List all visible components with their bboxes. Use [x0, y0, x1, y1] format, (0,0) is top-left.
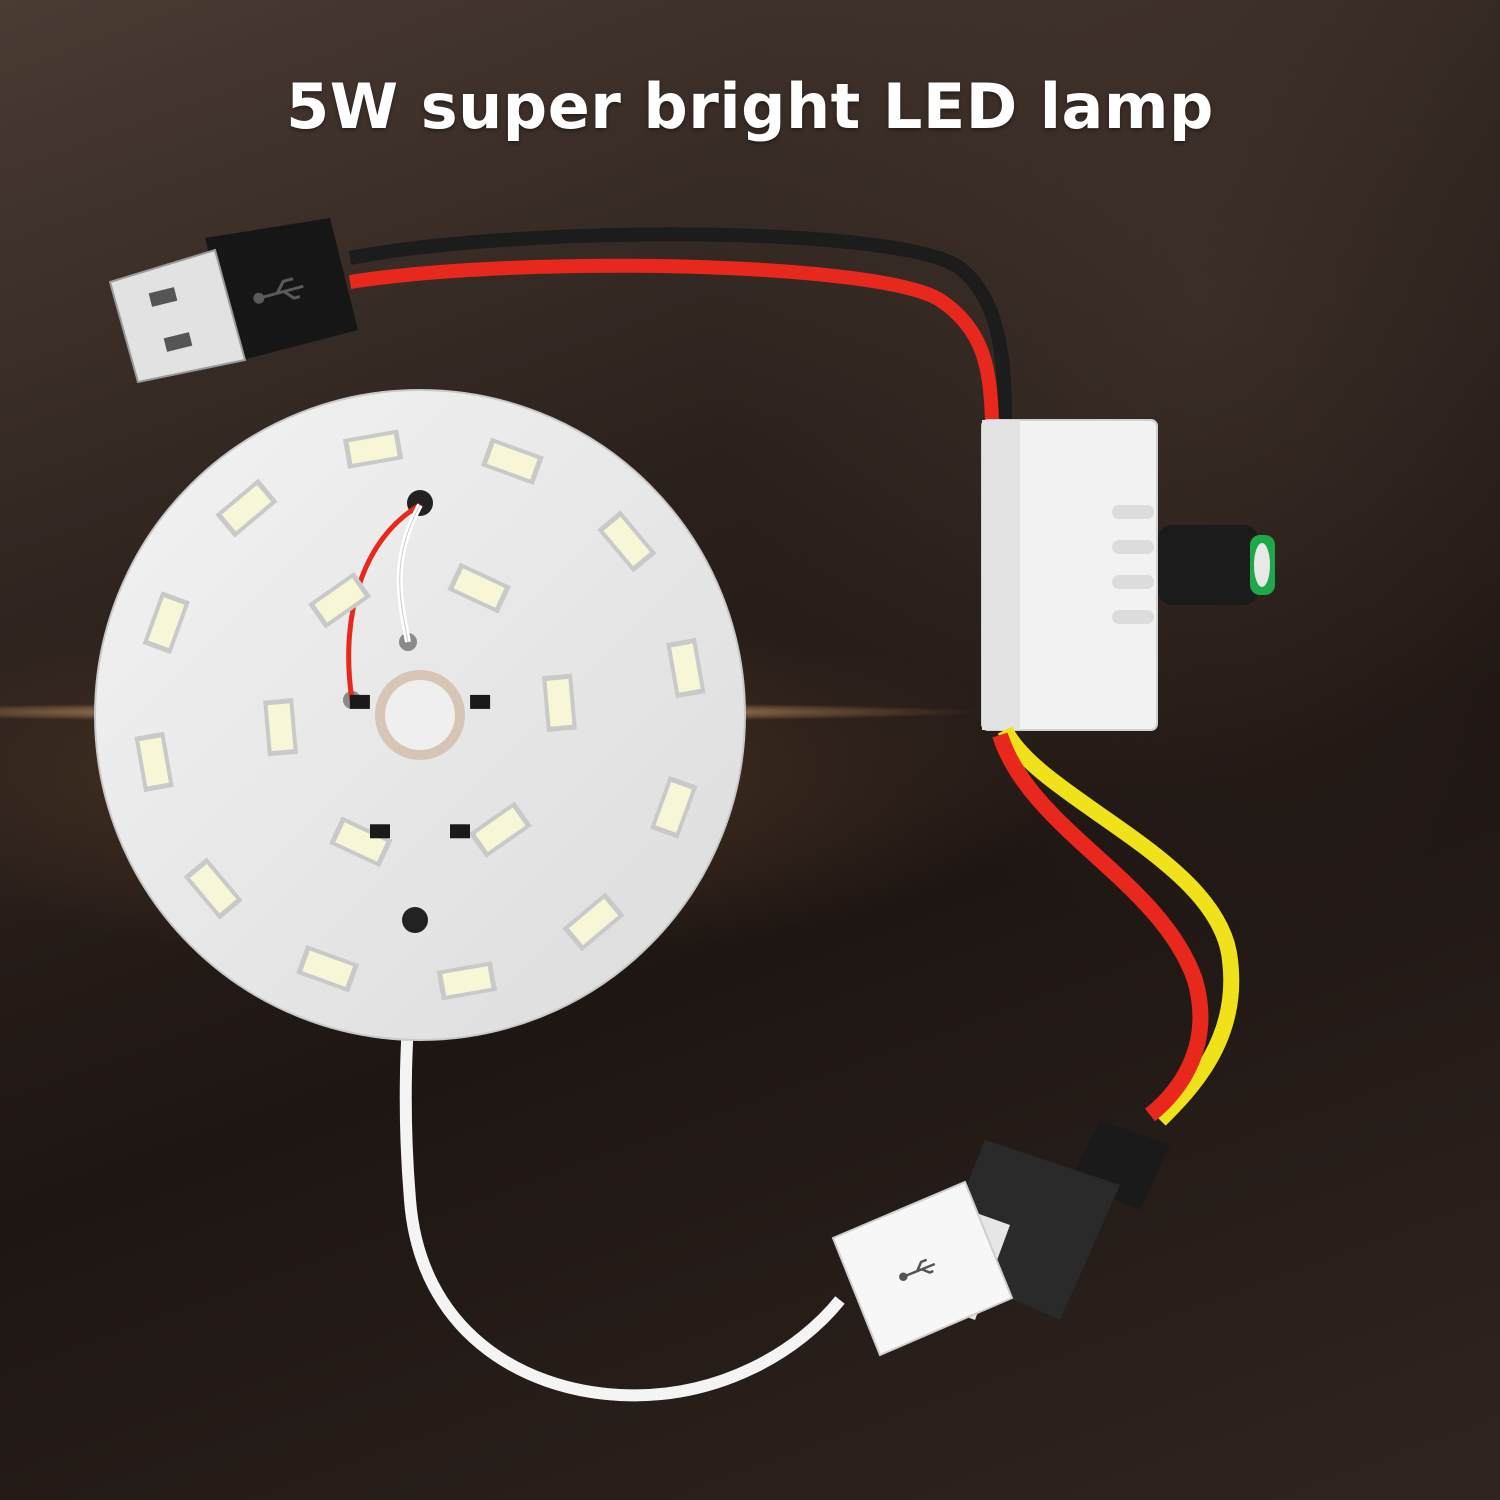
led-chip	[650, 775, 698, 839]
resistor	[450, 824, 470, 839]
white-cable	[399, 914, 845, 1402]
led-chip	[183, 857, 243, 920]
led-board	[94, 389, 746, 1041]
led-chip	[468, 801, 532, 859]
led-chip	[666, 637, 706, 699]
led-chip-group	[134, 429, 706, 1001]
dimmer-knob-icon[interactable]	[1158, 525, 1275, 605]
led-chip	[329, 816, 393, 868]
led-chip	[447, 562, 511, 614]
resistor	[370, 824, 390, 839]
led-chip	[296, 945, 360, 993]
black-wire	[348, 227, 1012, 421]
red-wire-bottom	[992, 732, 1209, 1122]
led-chip	[142, 591, 190, 655]
led-chip	[263, 698, 298, 757]
led-chip	[562, 892, 625, 952]
led-chip	[480, 437, 544, 485]
usb-plug-output	[831, 1180, 1014, 1357]
headline: 5W super bright LED lamp	[286, 70, 1214, 143]
led-chip	[597, 510, 657, 573]
led-chip	[215, 478, 278, 538]
led-chip	[542, 673, 577, 732]
usb-plug-input	[108, 218, 358, 384]
led-chip	[134, 731, 174, 793]
red-wire-top	[348, 258, 999, 421]
led-chip	[342, 429, 404, 469]
yellow-wire	[997, 726, 1240, 1126]
led-chip	[436, 961, 498, 1001]
usb-symbol-icon	[899, 1258, 936, 1281]
led-chip	[308, 571, 372, 629]
resistor	[470, 694, 491, 709]
usb-symbol-icon	[253, 277, 304, 304]
resistor	[349, 694, 370, 709]
dimmer-module	[981, 419, 1275, 731]
